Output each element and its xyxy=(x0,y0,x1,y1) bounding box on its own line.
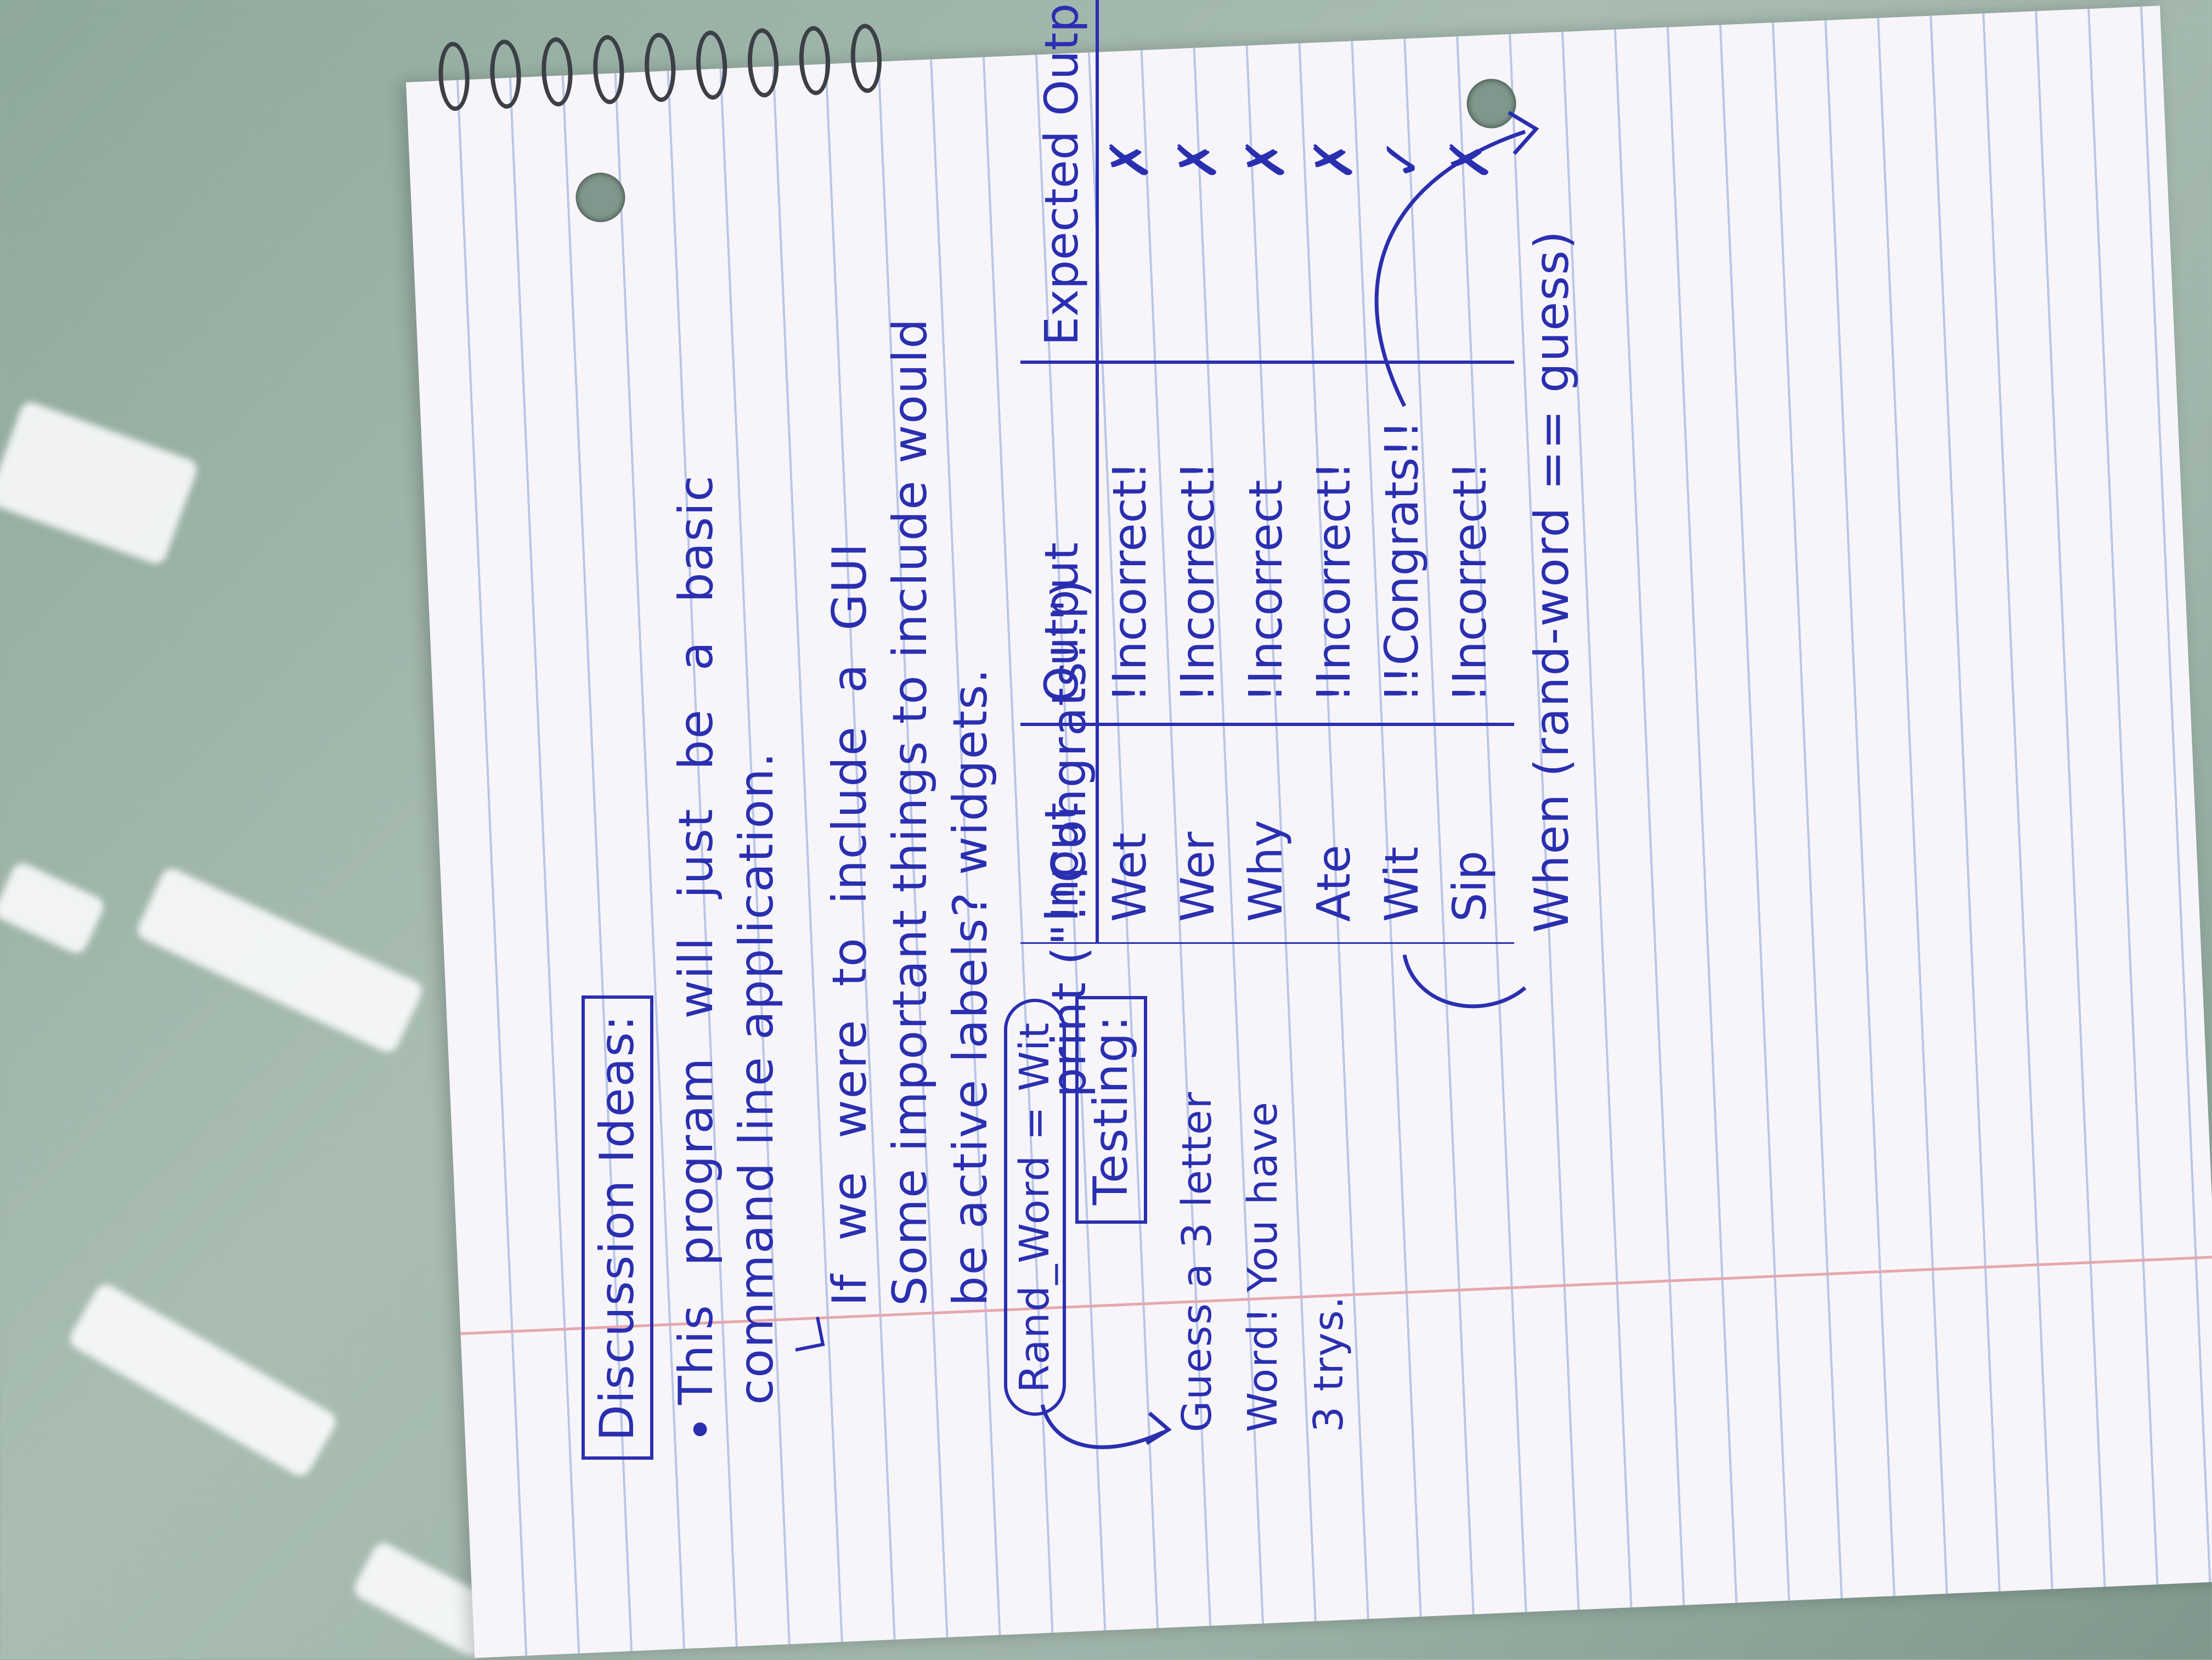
window-glare xyxy=(0,399,200,567)
code-line-2: print ("!!Congrats!!") xyxy=(1042,578,1097,1098)
window-glare xyxy=(66,1280,340,1480)
table-grid xyxy=(1020,0,1514,944)
handwritten-notes: Discussion Ideas: • This program will ju… xyxy=(582,0,1624,1482)
curved-arrow-icon xyxy=(795,110,1539,1449)
window-glare xyxy=(134,865,426,1056)
window-glare xyxy=(0,860,107,956)
